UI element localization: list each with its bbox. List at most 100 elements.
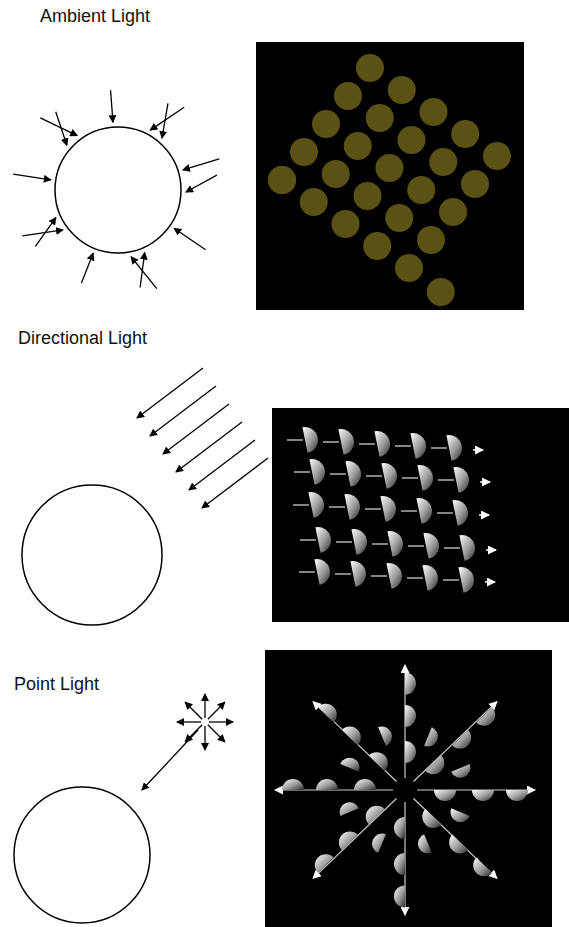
shaded-hemisphere xyxy=(452,730,471,749)
ambient-lit-sphere xyxy=(344,132,372,160)
light-ray xyxy=(40,118,77,136)
light-ray xyxy=(150,386,216,436)
section-heading: Directional Light xyxy=(18,328,147,349)
shaded-hemisphere xyxy=(381,463,397,489)
direction-stick xyxy=(395,445,411,446)
shaded-hemisphere xyxy=(342,727,361,746)
shaded-hemisphere xyxy=(422,809,441,828)
ambient-lit-sphere xyxy=(354,182,382,210)
section-heading: Ambient Light xyxy=(40,6,150,27)
direction-stick xyxy=(407,577,423,578)
shaded-hemisphere xyxy=(405,741,416,763)
shaded-hemisphere xyxy=(506,790,528,801)
direction-stick xyxy=(300,539,316,540)
direction-stick xyxy=(438,479,454,480)
shaded-hemisphere xyxy=(434,790,456,801)
light-ray xyxy=(479,514,489,516)
direction-stick xyxy=(366,475,382,476)
shaded-hemisphere xyxy=(350,561,366,587)
light-ray xyxy=(186,175,217,192)
ambient-lit-sphere xyxy=(429,148,457,176)
direction-stick xyxy=(401,510,417,511)
ambient-lit-sphere xyxy=(300,188,328,216)
shaded-hemisphere xyxy=(450,808,469,822)
shaded-hemisphere xyxy=(394,817,405,839)
light-ray xyxy=(480,481,490,483)
direction-stick xyxy=(299,571,315,572)
ambient-lit-sphere xyxy=(376,154,404,182)
shaded-hemisphere xyxy=(340,802,359,816)
direction-stick xyxy=(402,477,418,478)
direction-stick xyxy=(330,473,346,474)
direction-stick xyxy=(444,547,460,548)
light-ray xyxy=(209,721,233,722)
direction-stick xyxy=(372,543,388,544)
ambient-lit-sphere xyxy=(398,126,426,154)
ambient-lit-sphere xyxy=(290,138,318,166)
ambient-lit-sphere xyxy=(268,166,296,194)
shaded-hemisphere xyxy=(302,427,318,453)
shaded-hemisphere xyxy=(374,431,390,457)
shaded-hemisphere xyxy=(314,559,330,585)
shaded-hemisphere xyxy=(476,707,495,726)
shaded-hemisphere xyxy=(472,790,494,801)
light-ray xyxy=(131,257,157,289)
shaded-hemisphere xyxy=(449,835,468,854)
shaded-hemisphere xyxy=(378,726,392,745)
render-panel xyxy=(265,650,552,927)
ambient-lit-sphere xyxy=(312,110,340,138)
shaded-hemisphere xyxy=(394,885,405,907)
shaded-hemisphere xyxy=(446,435,462,461)
ambient-lit-sphere xyxy=(483,142,511,170)
shaded-hemisphere xyxy=(452,500,468,526)
light-ray xyxy=(163,404,229,454)
ambient-lit-sphere xyxy=(268,166,296,194)
ambient-lit-sphere xyxy=(407,176,435,204)
shaded-hemisphere xyxy=(424,727,438,746)
light-ray xyxy=(208,725,225,742)
shaded-hemisphere xyxy=(318,704,337,723)
light-ray xyxy=(137,368,203,418)
light-ray xyxy=(81,253,93,283)
light-ray xyxy=(35,218,55,247)
ambient-lit-sphere xyxy=(461,170,489,198)
ambient-lit-sphere xyxy=(417,226,445,254)
ambient-lit-sphere xyxy=(332,210,360,238)
render-panel xyxy=(272,408,569,622)
direction-stick xyxy=(431,447,447,448)
shaded-hemisphere xyxy=(309,459,325,485)
direction-stick xyxy=(287,439,303,440)
shaded-hemisphere xyxy=(372,834,386,853)
shaded-hemisphere xyxy=(316,779,338,790)
light-ray xyxy=(486,549,496,551)
direction-stick xyxy=(359,443,375,444)
direction-stick xyxy=(408,545,424,546)
ambient-lit-sphere xyxy=(356,54,384,82)
light-ray xyxy=(208,702,225,719)
shaded-hemisphere xyxy=(369,752,388,771)
ambient-lit-sphere xyxy=(322,160,350,188)
ambient-lit-sphere xyxy=(395,254,423,282)
light-ray xyxy=(202,458,268,508)
light-ray xyxy=(204,694,205,718)
shaded-hemisphere xyxy=(308,492,324,518)
shaded-hemisphere xyxy=(458,567,474,593)
direction-stick xyxy=(293,504,309,505)
shaded-hemisphere xyxy=(339,831,358,850)
ambient-lit-sphere xyxy=(427,278,455,306)
ambient-lit-sphere xyxy=(451,120,479,148)
shaded-hemisphere xyxy=(459,535,475,561)
ambient-lit-sphere xyxy=(439,198,467,226)
direction-stick xyxy=(335,573,351,574)
direction-stick xyxy=(329,506,345,507)
sphere-outline xyxy=(14,787,150,923)
shaded-hemisphere xyxy=(405,673,416,695)
light-ray xyxy=(185,725,202,742)
shaded-hemisphere xyxy=(405,705,416,727)
shaded-hemisphere xyxy=(344,494,360,520)
shaded-hemisphere xyxy=(282,779,304,790)
shaded-hemisphere xyxy=(387,531,403,557)
shaded-hemisphere xyxy=(473,857,492,876)
light-ray xyxy=(111,90,113,122)
